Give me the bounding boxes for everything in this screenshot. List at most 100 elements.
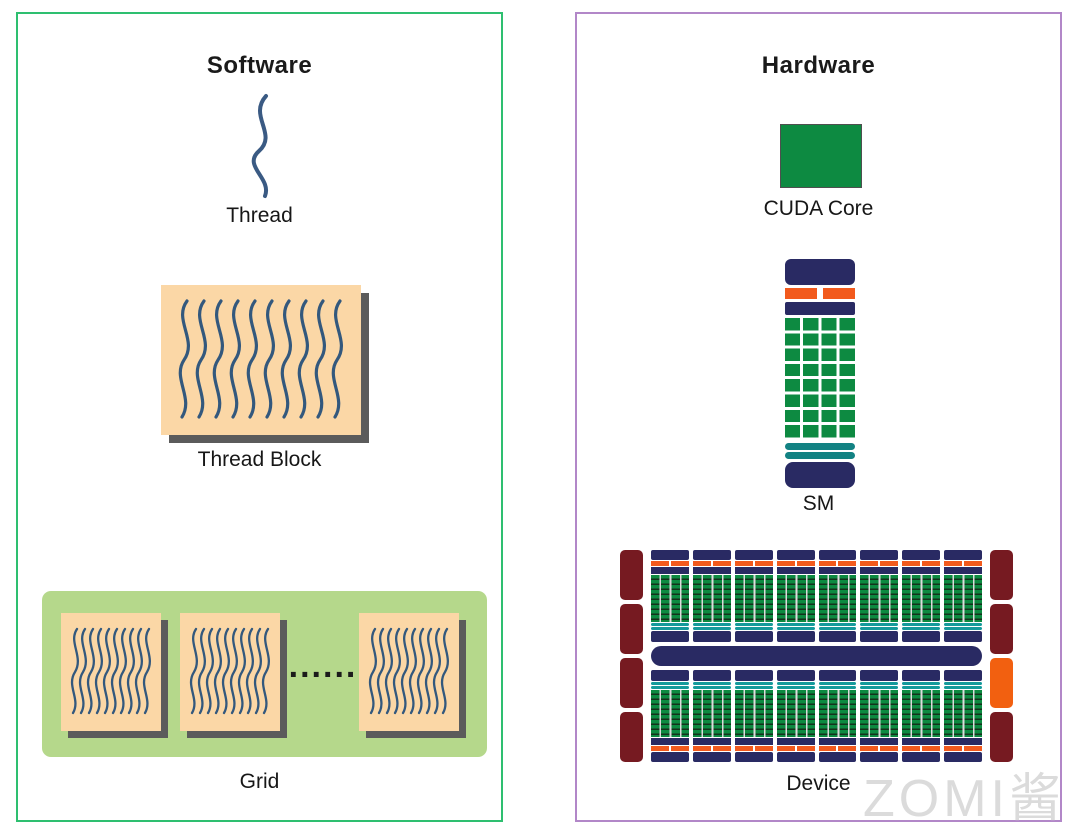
- device-mini-sm: [734, 670, 773, 762]
- mini-sm-dispatch-row: [860, 561, 899, 566]
- software-title: Software: [206, 51, 313, 79]
- mini-sm-dispatch-row: [651, 746, 689, 751]
- hbm-block: [990, 712, 1013, 762]
- hbm-block: [990, 550, 1013, 600]
- mini-sm-sfu-bar: [734, 682, 773, 685]
- device-mini-sm: [860, 550, 899, 642]
- mini-sm-cache-bar: [818, 670, 857, 681]
- mini-sm-cache-bar: [692, 631, 731, 642]
- mini-sm-sfu-bar: [944, 627, 982, 630]
- mini-sm-lsu-bar: [651, 686, 689, 689]
- grid-block-waves-icon: [189, 627, 271, 715]
- mini-sm-cache-bar: [860, 631, 899, 642]
- mini-sm-core-grid: [776, 690, 815, 737]
- mini-sm-sfu-bar: [776, 682, 815, 685]
- device-mini-sm: [692, 550, 731, 642]
- mini-sm-scheduler-bar: [944, 550, 982, 560]
- device-mini-sm: [651, 670, 689, 762]
- mini-sm-core-grid: [692, 690, 731, 737]
- mini-sm-sfu-bar: [902, 682, 941, 685]
- device-hbm-column-right: [990, 550, 1013, 762]
- mini-sm-core-grid: [860, 690, 899, 737]
- mini-sm-cache-bar: [692, 670, 731, 681]
- mini-sm-dispatch-row: [776, 561, 815, 566]
- device-sm-row-top: [651, 550, 982, 642]
- mini-sm-sfu-bar: [944, 682, 982, 685]
- mini-sm-scheduler-bar: [818, 550, 857, 560]
- device-hbm-column-left: [620, 550, 643, 762]
- mini-sm-dispatch-row: [860, 746, 899, 751]
- device-mini-sm: [944, 670, 982, 762]
- mini-sm-sfu-bar: [860, 627, 899, 630]
- mini-sm-core-grid: [651, 575, 689, 622]
- device-mini-sm: [651, 550, 689, 642]
- mini-sm-scheduler-bar: [902, 550, 941, 560]
- mini-sm-sfu-bar: [776, 627, 815, 630]
- mini-sm-sfu-bar: [818, 682, 857, 685]
- mini-sm-scheduler-bar: [860, 752, 899, 762]
- mini-sm-core-grid: [860, 575, 899, 622]
- mini-sm-cache-bar: [776, 670, 815, 681]
- mini-sm-scheduler-bar: [944, 752, 982, 762]
- mini-sm-lsu-bar: [902, 623, 941, 626]
- mini-sm-register-bar: [818, 567, 857, 574]
- grid-box: ......: [42, 591, 487, 757]
- sm-scheduler-bar: [785, 259, 855, 285]
- hardware-title: Hardware: [761, 51, 876, 79]
- mini-sm-register-bar: [651, 567, 689, 574]
- mini-sm-core-grid: [902, 575, 941, 622]
- grid-ellipsis-dots: ......: [288, 647, 358, 685]
- hbm-block: [620, 658, 643, 708]
- mini-sm-register-bar: [734, 567, 773, 574]
- mini-sm-scheduler-bar: [651, 752, 689, 762]
- hbm-block: [620, 712, 643, 762]
- grid-label: Grid: [239, 770, 280, 793]
- mini-sm-cache-bar: [902, 670, 941, 681]
- watermark: ZOMI酱: [863, 770, 1065, 828]
- mini-sm-scheduler-bar: [776, 550, 815, 560]
- mini-sm-core-grid: [818, 690, 857, 737]
- thread-block-box: [161, 285, 361, 435]
- mini-sm-scheduler-bar: [692, 752, 731, 762]
- mini-sm-cache-bar: [734, 670, 773, 681]
- device-die: [651, 550, 982, 762]
- mini-sm-lsu-bar: [776, 686, 815, 689]
- mini-sm-register-bar: [651, 738, 689, 745]
- mini-sm-core-grid: [944, 575, 982, 622]
- mini-sm-dispatch-row: [902, 746, 941, 751]
- device-mini-sm: [860, 670, 899, 762]
- mini-sm-lsu-bar: [860, 623, 899, 626]
- grid-thread-block-1: [61, 613, 161, 731]
- sm-dispatch-row: [785, 288, 855, 299]
- software-panel: Software Thread Thread Block: [16, 12, 503, 822]
- device-mini-sm: [944, 550, 982, 642]
- thread-curve-icon: [251, 94, 268, 198]
- device-mini-sm: [776, 550, 815, 642]
- mini-sm-lsu-bar: [776, 623, 815, 626]
- mini-sm-register-bar: [776, 567, 815, 574]
- mini-sm-scheduler-bar: [902, 752, 941, 762]
- device-box: [620, 550, 1013, 762]
- cuda-core-box: [780, 124, 862, 188]
- device-label: Device: [786, 772, 851, 795]
- cuda-core-label: CUDA Core: [763, 197, 874, 220]
- mini-sm-dispatch-row: [902, 561, 941, 566]
- mini-sm-register-bar: [902, 567, 941, 574]
- mini-sm-scheduler-bar: [734, 752, 773, 762]
- grid-block-waves-icon: [368, 627, 450, 715]
- mini-sm-dispatch-row: [818, 746, 857, 751]
- device-mini-sm: [902, 670, 941, 762]
- mini-sm-sfu-bar: [860, 682, 899, 685]
- mini-sm-sfu-bar: [734, 627, 773, 630]
- mini-sm-dispatch-row: [692, 561, 731, 566]
- hbm-block: [990, 604, 1013, 654]
- mini-sm-register-bar: [692, 567, 731, 574]
- mini-sm-cache-bar: [860, 670, 899, 681]
- sm-sfu-bar: [785, 452, 855, 459]
- mini-sm-dispatch-row: [692, 746, 731, 751]
- mini-sm-lsu-bar: [818, 686, 857, 689]
- mini-sm-register-bar: [692, 738, 731, 745]
- grid-block-waves-icon: [70, 627, 152, 715]
- mini-sm-cache-bar: [818, 631, 857, 642]
